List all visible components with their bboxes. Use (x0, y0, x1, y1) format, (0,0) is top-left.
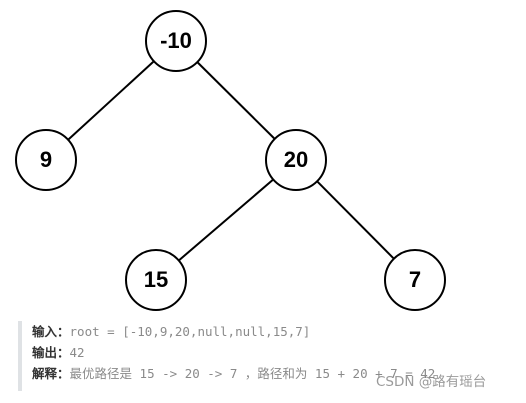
example-block: 输入：root = [-10,9,20,null,null,15,7] 输出：4… (18, 321, 518, 391)
explanation-value: 最优路径是 15 -> 20 -> 7 ，路径和为 15 + 20 + 7 = … (69, 366, 436, 381)
tree-node-circle (265, 129, 327, 191)
tree-node-label: 7 (409, 267, 421, 292)
tree-node: -10 (145, 10, 207, 72)
tree-node: 20 (265, 129, 327, 191)
tree-edge (316, 180, 395, 260)
input-value: root = [-10,9,20,null,null,15,7] (69, 324, 311, 339)
explanation-line: 解释：最优路径是 15 -> 20 -> 7 ，路径和为 15 + 20 + 7… (32, 363, 518, 384)
tree-node-label: 9 (40, 147, 52, 172)
tree-edge (196, 61, 276, 140)
tree-node-circle (15, 129, 77, 191)
tree-node: 7 (384, 249, 446, 311)
input-label: 输入： (32, 324, 70, 339)
tree-node-label: 15 (144, 267, 168, 292)
tree-node-circle (125, 249, 187, 311)
tree-nodes: -10 9 20 15 7 (15, 10, 446, 311)
tree-edges (67, 60, 395, 262)
tree-node: 9 (15, 129, 77, 191)
output-value: 42 (69, 345, 85, 360)
tree-node-label: 20 (284, 147, 308, 172)
watermark: CSDN @路有瑶台 (376, 374, 487, 390)
tree-node-circle (145, 10, 207, 72)
output-label: 输出： (32, 345, 70, 360)
tree-node: 15 (125, 249, 187, 311)
binary-tree-diagram: -10 9 20 15 7 (15, 10, 446, 311)
input-line: 输入：root = [-10,9,20,null,null,15,7] (32, 321, 518, 342)
output-line: 输出：42 (32, 342, 518, 363)
tree-node-label: -10 (160, 28, 192, 53)
tree-edge (67, 60, 155, 141)
tree-edge (178, 178, 274, 262)
explanation-label: 解释： (32, 366, 70, 381)
tree-node-circle (384, 249, 446, 311)
